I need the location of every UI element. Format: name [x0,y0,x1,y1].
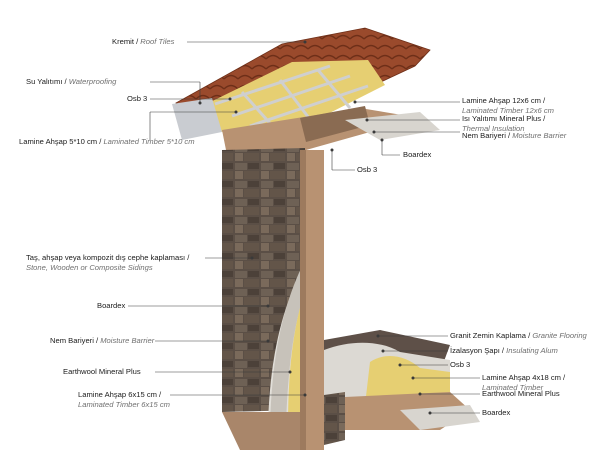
label-tas-kaplama: Taş, ahşap veya kompozit dış cephe kapla… [26,253,190,272]
label-earthwool-right: Earthwool Mineral Plus [482,389,560,398]
label-granit: Granit Zemin Kaplama / Granite Flooring [450,331,587,340]
roof-boardex [345,112,440,140]
wall-insulation-layer [288,278,310,425]
label-boardex-mid: Boardex [97,301,126,310]
floor-insulation [365,356,450,405]
label-izolasyon: İzalasyon Şapı / Insulating Alum [450,346,558,355]
roof-waterproofing [172,98,222,140]
roof-timber-dark [300,106,370,142]
label-osb3-floor: Osb 3 [450,360,471,369]
label-lamine-5x10: Lamine Ahşap 5*10 cm / Laminated Timber … [19,137,195,146]
label-osb3-top: Osb 3 [127,94,148,103]
label-lamine-6x15: Lamine Ahşap 6x15 cm /Laminated Timber 6… [78,390,170,409]
floor-stone-edge [324,392,345,445]
label-lamine-4x18: Lamine Ahşap 4x18 cm /Laminated Timber [482,373,566,392]
label-su-yalitimi: Su Yalıtımı / Waterproofing [26,77,117,86]
label-osb3-mid: Osb 3 [357,165,378,174]
label-earthwool-left: Earthwool Mineral Plus [63,367,141,376]
label-lamine-12x6: Lamine Ahşap 12x6 cm /Laminated Timber 1… [462,96,554,115]
label-nem-bariyeri-top: Nem Bariyeri / Moisture Barrier [462,131,567,140]
label-kremit: Kremit / Roof Tiles [112,37,175,46]
wall-base-timber [222,412,300,450]
label-boardex-top: Boardex [403,150,432,159]
floor-boardex-bottom [400,405,480,430]
label-nem-bariyeri-left: Nem Bariyeri / Moisture Barrier [50,336,155,345]
roof-battens [214,64,369,132]
label-isi-yalitimi: Isı Yalıtımı Mineral Plus /Thermal Insul… [462,114,546,133]
label-boardex-floor: Boardex [482,408,511,417]
